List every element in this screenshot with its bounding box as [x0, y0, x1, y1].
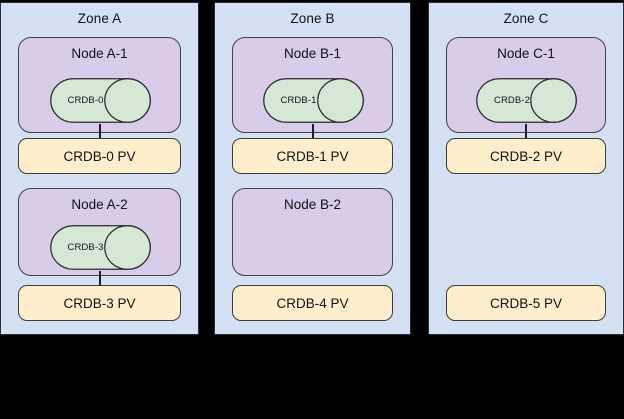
- zone-a-title: Zone A: [77, 11, 122, 26]
- node-c-1-label: Node C-1: [497, 46, 555, 61]
- pod-crdb-1-label: CRDB-1: [280, 95, 317, 106]
- node-b-1[interactable]: Node B-1 CRDB-1: [232, 37, 393, 133]
- pod-crdb-0[interactable]: CRDB-0: [49, 78, 151, 123]
- pod-crdb-2-label: CRDB-2: [494, 95, 530, 106]
- node-a-2-label: Node A-2: [71, 197, 128, 212]
- pv-crdb-4[interactable]: CRDB-4 PV: [232, 285, 393, 321]
- pv-crdb-1-label: CRDB-1 PV: [276, 148, 349, 164]
- pod-crdb-3[interactable]: CRDB-3: [49, 225, 151, 270]
- node-a-1[interactable]: Node A-1 CRDB-0: [18, 37, 181, 133]
- node-c-1[interactable]: Node C-1 CRDB-2: [446, 37, 606, 133]
- pv-crdb-5-label: CRDB-5 PV: [489, 295, 562, 311]
- pod-crdb-1[interactable]: CRDB-1: [262, 78, 364, 123]
- pv-crdb-2-label: CRDB-2 PV: [489, 148, 562, 164]
- pv-crdb-1[interactable]: CRDB-1 PV: [232, 138, 393, 174]
- zone-b-title: Zone B: [290, 11, 335, 26]
- connector-crdb-2: [525, 124, 527, 139]
- node-a-1-label: Node A-1: [71, 46, 128, 61]
- pv-crdb-5[interactable]: CRDB-5 PV: [446, 285, 606, 321]
- pod-crdb-2[interactable]: CRDB-2: [476, 78, 577, 123]
- zone-c-container: Zone C Node C-1 CRDB-2 CRDB-2 PV CRDB-5 …: [428, 2, 624, 335]
- pv-crdb-3-label: CRDB-3 PV: [63, 295, 136, 311]
- pv-crdb-0[interactable]: CRDB-0 PV: [18, 138, 181, 174]
- node-a-2[interactable]: Node A-2 CRDB-3: [18, 188, 181, 276]
- node-b-2[interactable]: Node B-2: [232, 188, 393, 276]
- connector-crdb-0: [98, 124, 101, 139]
- node-b-1-label: Node B-1: [283, 46, 342, 61]
- node-b-2-label: Node B-2: [283, 197, 342, 212]
- pv-crdb-0-label: CRDB-0 PV: [63, 148, 136, 164]
- connector-crdb-1: [311, 124, 314, 139]
- pod-crdb-0-label: CRDB-0: [67, 95, 104, 106]
- pv-crdb-4-label: CRDB-4 PV: [276, 295, 349, 311]
- connector-crdb-3: [98, 271, 101, 285]
- pv-crdb-2[interactable]: CRDB-2 PV: [446, 138, 606, 174]
- zone-c-title: Zone C: [503, 11, 549, 26]
- zone-a-container: Zone A Node A-1 CRDB-0 CRDB-0 PV Node A-…: [0, 2, 199, 335]
- pv-crdb-3[interactable]: CRDB-3 PV: [18, 285, 181, 321]
- zone-b-container: Zone B Node B-1 CRDB-1 CRDB-1 PV Node B-…: [214, 2, 411, 335]
- pod-crdb-3-label: CRDB-3: [67, 242, 104, 253]
